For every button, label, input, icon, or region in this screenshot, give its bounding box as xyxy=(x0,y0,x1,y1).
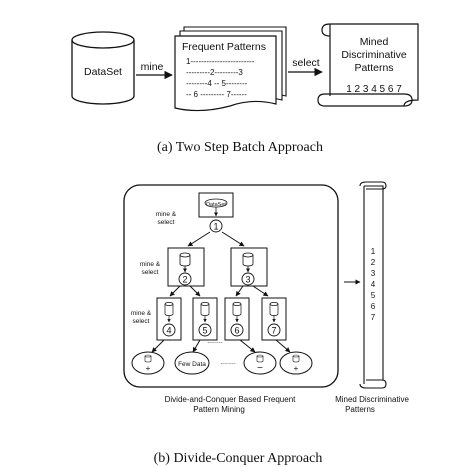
pattern-line-4: -- 6 --------- 7------ xyxy=(186,90,247,99)
divide-conquer-box xyxy=(123,184,339,388)
scroll-caption-line-1: Mined Discriminative xyxy=(335,395,409,404)
database-small-icon xyxy=(242,252,254,258)
leaf-few-data: Few Data xyxy=(174,351,210,375)
node-5: 5 xyxy=(192,297,218,341)
scroll-caption-line-2: Patterns xyxy=(345,405,375,414)
dataset-cylinder-icon: DataSet xyxy=(71,31,135,105)
scroll-number-1: 1 xyxy=(371,247,376,256)
scroll-number-4: 4 xyxy=(371,280,376,289)
node-2: 2 xyxy=(167,247,205,287)
mined-numbers: 1 2 3 4 5 6 7 xyxy=(346,84,402,95)
node-number-1: 1 xyxy=(213,222,218,232)
leaf-label-3: − xyxy=(257,363,263,374)
node-6: 6 xyxy=(224,297,250,341)
leaf-dots: ........ xyxy=(220,359,236,366)
node-number-2: 2 xyxy=(182,275,187,285)
dataset-label: DataSet xyxy=(84,66,122,78)
mined-line-1: Mined xyxy=(360,36,389,48)
caption-b: (b) Divide-Conquer Approach xyxy=(154,451,323,466)
scroll-icon: Mined Discriminative Patterns 1 2 3 4 5 … xyxy=(317,23,419,107)
node-7: 7 xyxy=(261,297,287,341)
scroll-number-2: 2 xyxy=(371,258,376,267)
leaf-plus-2: + xyxy=(279,351,313,375)
pattern-line-3: --------4 -- 5-------- xyxy=(186,79,248,88)
mine-select-label-1b: select xyxy=(158,219,175,226)
box-caption-line-2: Pattern Mining xyxy=(193,405,245,414)
mine-select-label-2a: mine & xyxy=(140,261,161,268)
box-caption-line-1: Divide-and-Conquer Based Frequent xyxy=(165,395,297,404)
mine-select-label-1a: mine & xyxy=(156,211,177,218)
pattern-line-1: 1------------------------ xyxy=(186,57,255,66)
mine-select-label-2b: select xyxy=(142,269,159,276)
scroll-number-6: 6 xyxy=(371,302,376,311)
leaf-minus: − xyxy=(243,351,277,375)
mined-line-2: Discriminative xyxy=(341,49,407,61)
node-number-6: 6 xyxy=(234,326,239,336)
select-label: select xyxy=(292,57,320,69)
mine-select-label-3a: mine & xyxy=(131,310,152,317)
mine-select-label-3b: select xyxy=(133,318,150,325)
tall-scroll-icon: 1 2 3 4 5 6 7 xyxy=(359,181,387,389)
node-number-4: 4 xyxy=(166,326,171,336)
leaf-label-4: + xyxy=(294,364,299,373)
leaf-plus-1: + xyxy=(131,351,165,375)
root-label: DataSet xyxy=(206,202,226,208)
scroll-number-5: 5 xyxy=(371,291,376,300)
node-4: 4 xyxy=(156,297,182,341)
leaf-label-2: Few Data xyxy=(178,361,206,368)
scroll-number-7: 7 xyxy=(371,313,376,322)
mined-line-3: Patterns xyxy=(354,62,393,74)
database-small-icon xyxy=(179,252,191,258)
pattern-line-2: ---------2---------3 xyxy=(186,68,243,77)
leaf-label-1: + xyxy=(146,364,151,373)
node-number-3: 3 xyxy=(245,275,250,285)
frequent-patterns-title: Frequent Patterns xyxy=(182,41,266,53)
scroll-number-3: 3 xyxy=(371,269,376,278)
caption-a: (a) Two Step Batch Approach xyxy=(157,140,323,155)
node-3: 3 xyxy=(230,247,268,287)
node-number-5: 5 xyxy=(202,326,207,336)
document-stack-icon: Frequent Patterns 1---------------------… xyxy=(174,26,287,112)
node-number-7: 7 xyxy=(271,326,276,336)
mine-label: mine xyxy=(141,61,164,73)
root-dataset-node: DataSet 1 xyxy=(198,192,234,233)
part-a: DataSet mine Frequent Patterns 1--------… xyxy=(71,23,419,155)
part-b: DataSet 1 mine & select 2 3 xyxy=(123,181,409,466)
ellipsis-dots: ........ xyxy=(207,338,223,345)
